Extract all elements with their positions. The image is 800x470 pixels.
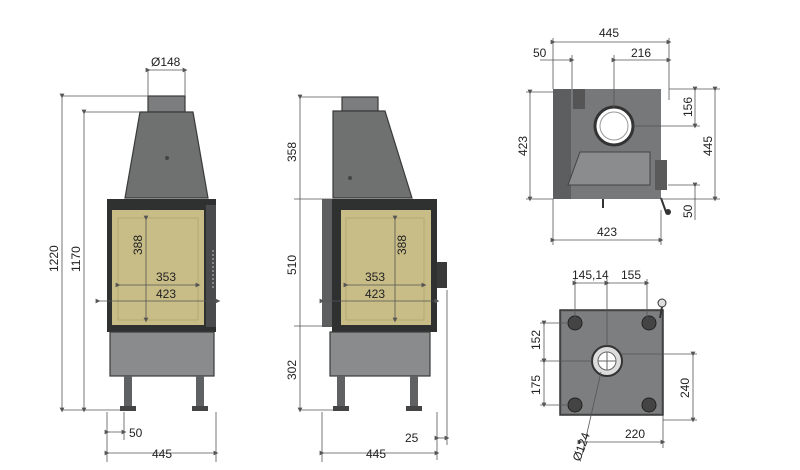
bottom-view: 145,14 155 152 175 240 Ø124 220	[529, 268, 697, 463]
top-left-offset-label: 50	[533, 46, 547, 60]
top-depth-label: 423	[516, 136, 530, 156]
bottom-inlet-diameter-label: Ø124	[570, 430, 593, 463]
top-firebox	[567, 151, 651, 186]
bottom-leg-front-left	[567, 315, 583, 331]
side-door-zone-height-label: 510	[285, 255, 299, 275]
top-view: 445 50 216 156 423 445 50 423	[516, 26, 720, 245]
bottom-left-bottom-label: 175	[529, 375, 543, 395]
top-flue-position-label: 156	[681, 97, 695, 117]
front-total-height-label: 1220	[47, 245, 61, 272]
top-bottom-offset-label: 50	[681, 204, 695, 218]
bottom-leg-back-left	[567, 397, 583, 413]
front-view: Ø148 1220 1170 388 353 423 50 445	[47, 55, 221, 462]
front-leg-offset-label: 50	[129, 426, 143, 440]
side-base	[329, 331, 431, 377]
side-hood	[332, 110, 413, 199]
bottom-right-dim-label: 240	[678, 378, 692, 398]
side-leg-right	[410, 376, 418, 406]
front-foot-left	[120, 406, 136, 411]
side-glass	[341, 210, 431, 325]
front-leg-left	[124, 376, 132, 406]
side-glass-width-label: 353	[365, 270, 385, 284]
front-flue-height-label: 1170	[69, 246, 83, 272]
top-total-width-label: 445	[599, 26, 619, 40]
side-leg-left	[337, 376, 345, 406]
side-handle-offset-label: 25	[405, 431, 419, 445]
top-flue-offset-label: 216	[631, 46, 651, 60]
top-total-depth-label: 445	[701, 136, 715, 156]
front-hood	[124, 111, 209, 199]
bottom-left-top-label: 152	[529, 330, 543, 350]
bottom-bottom-dim-label: 220	[625, 427, 645, 441]
side-hood-screw	[348, 176, 352, 180]
top-bottom-width-label: 423	[597, 225, 617, 239]
front-side-panel	[206, 205, 216, 327]
front-leg-right	[196, 376, 204, 406]
front-hood-screw	[165, 156, 169, 160]
side-door-width-label: 423	[365, 287, 385, 301]
front-total-width-label: 445	[152, 447, 172, 461]
front-base	[109, 331, 215, 377]
front-door-width-label: 423	[156, 287, 176, 301]
front-flue-pipe	[147, 95, 186, 113]
bottom-inlet-x2-label: 155	[621, 268, 641, 282]
front-flue-diameter-label: Ø148	[151, 55, 181, 69]
front-glass-height-label: 388	[131, 235, 145, 255]
side-base-height-label: 302	[285, 360, 299, 380]
side-total-width-label: 445	[366, 447, 386, 461]
side-hood-height-label: 358	[285, 142, 299, 162]
front-glass	[112, 210, 204, 325]
side-view: 358 510 302 388 353 423 25 445	[285, 94, 450, 462]
bottom-leg-front-right	[641, 315, 657, 331]
front-foot-right	[192, 406, 208, 411]
side-flue-pipe	[341, 96, 379, 112]
side-body	[322, 199, 332, 327]
side-door-handle[interactable]	[437, 262, 447, 288]
side-glass-height-label: 388	[395, 235, 409, 255]
bottom-inlet-x1-label: 145,14	[572, 268, 609, 282]
front-glass-width-label: 353	[156, 270, 176, 284]
bottom-leg-back-right	[641, 397, 657, 413]
